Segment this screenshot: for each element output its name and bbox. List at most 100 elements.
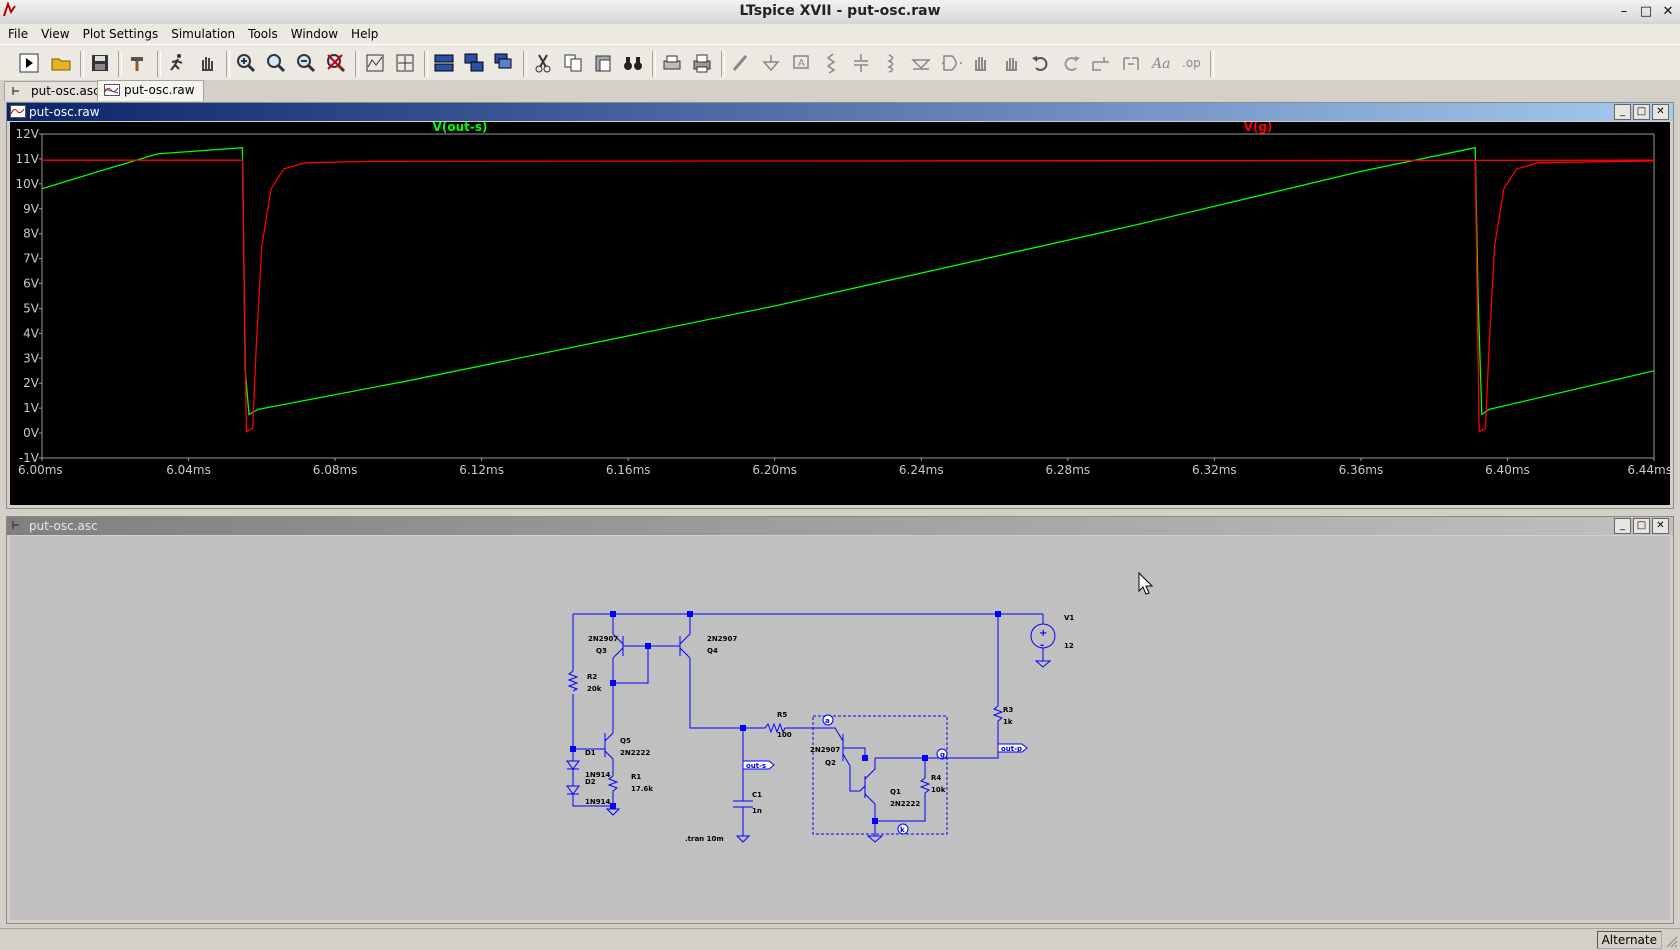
label-d2: D2 (585, 778, 596, 786)
v1-minus-sign: - (1040, 640, 1044, 651)
schematic-canvas[interactable]: + - out-s out-p a g k 2N2907 Q3 2N2907 Q… (10, 536, 1670, 920)
pane-maximize-icon[interactable]: □ (1633, 104, 1650, 120)
zoom-pan-icon[interactable] (263, 50, 289, 76)
tab-label: put-osc.raw (124, 83, 195, 97)
mirror-icon[interactable] (1118, 50, 1144, 76)
label-q3-model: 2N2907 (588, 635, 618, 643)
mark-units-icon[interactable] (392, 50, 418, 76)
resize-grip-icon[interactable] (1664, 934, 1678, 948)
tab-put-osc-asc[interactable]: put-osc.asc (4, 81, 109, 101)
zoom-in-icon[interactable] (233, 50, 259, 76)
open-folder-icon[interactable] (48, 50, 74, 76)
close-icon[interactable]: ✕ (1662, 3, 1674, 19)
menu-file[interactable]: File (8, 27, 29, 41)
copy-icon[interactable] (560, 50, 586, 76)
capacitor-icon[interactable] (848, 50, 874, 76)
find-binoculars-icon[interactable] (620, 50, 646, 76)
print-icon[interactable] (689, 50, 715, 76)
trace-label-0[interactable]: V(out-s) (433, 120, 488, 134)
run-icon[interactable] (16, 50, 42, 76)
x-tick-label: 6.40ms (1485, 463, 1530, 477)
menu-tools[interactable]: Tools (248, 27, 278, 41)
tile-vertically-icon[interactable] (491, 50, 517, 76)
waveform-pane-title: put-osc.raw (29, 105, 100, 119)
inductor-icon[interactable] (878, 50, 904, 76)
junction-dots (570, 611, 1001, 824)
component-icon[interactable] (938, 50, 964, 76)
label-net-icon[interactable]: A (788, 50, 814, 76)
series-line-1 (42, 159, 1655, 433)
zoom-out-icon[interactable] (293, 50, 319, 76)
menu-view[interactable]: View (41, 27, 70, 41)
label-r3-value: 1k (1003, 718, 1013, 726)
title-bar: LTspice XVII - put-osc.raw – □ ✕ (0, 0, 1680, 25)
paste-icon[interactable] (590, 50, 616, 76)
label-v1-value: 12 (1064, 642, 1074, 650)
text-icon[interactable]: Aa (1148, 50, 1174, 76)
drag-hand-icon[interactable] (998, 50, 1024, 76)
x-tick-label: 6.32ms (1192, 463, 1237, 477)
spice-directive-icon[interactable]: .op (1178, 50, 1204, 76)
halt-running-icon[interactable] (164, 50, 190, 76)
label-q2-model: 2N2907 (810, 746, 840, 754)
label-c1-value: 1n (752, 807, 762, 815)
x-tick-label: 6.36ms (1339, 463, 1384, 477)
label-q4-model: 2N2907 (707, 635, 737, 643)
label-r5: R5 (777, 711, 787, 719)
pane-close-icon[interactable]: ✕ (1652, 518, 1669, 534)
resistor-icon[interactable] (818, 50, 844, 76)
maximize-icon[interactable]: □ (1639, 3, 1653, 19)
port-k-marker (897, 823, 909, 835)
draw-wire-icon[interactable] (728, 50, 754, 76)
trace-label-1[interactable]: V(g) (1244, 120, 1273, 134)
cascade-windows-icon[interactable] (461, 50, 487, 76)
y-tick-label: 8V (23, 227, 40, 241)
pane-minimize-icon[interactable]: _ (1614, 518, 1631, 534)
undo-icon[interactable] (1028, 50, 1054, 76)
schematic-pane: put-osc.asc _ □ ✕ (6, 516, 1674, 924)
label-q5-model: 2N2222 (620, 749, 650, 757)
autorange-icon[interactable] (362, 50, 388, 76)
plot-frame (41, 133, 1655, 459)
net-label-out-p: out-p (1001, 745, 1022, 753)
y-tick-label: 6V (23, 277, 40, 291)
label-r2-value: 20k (587, 685, 602, 693)
pane-maximize-icon[interactable]: □ (1633, 518, 1650, 534)
move-hand-icon[interactable] (968, 50, 994, 76)
diode-icon[interactable] (908, 50, 934, 76)
save-icon[interactable] (87, 50, 113, 76)
svg-text:A: A (798, 58, 805, 69)
y-tick-label: 4V (23, 326, 40, 340)
label-r3: R3 (1003, 706, 1013, 714)
menu-plot-settings[interactable]: Plot Settings (82, 27, 159, 41)
y-tick-label: 2V (23, 376, 40, 390)
menu-window[interactable]: Window (290, 27, 339, 41)
schematic-drawing[interactable]: + - out-s out-p a g k 2N2907 Q3 2N2907 Q… (10, 536, 1670, 920)
rotate-icon[interactable] (1088, 50, 1114, 76)
tile-horizontally-icon[interactable] (431, 50, 457, 76)
pane-minimize-icon[interactable]: _ (1614, 104, 1631, 120)
schematic-pane-titlebar[interactable]: put-osc.asc _ □ ✕ (7, 517, 1673, 535)
svg-text:Aa: Aa (1150, 56, 1170, 72)
control-panel-hammer-icon[interactable] (125, 50, 151, 76)
ltspice-app-icon[interactable] (2, 2, 18, 18)
menu-simulation[interactable]: Simulation (171, 27, 236, 41)
waveform-pane-titlebar[interactable]: put-osc.raw _ □ ✕ (7, 103, 1673, 121)
label-q4: Q4 (707, 647, 718, 655)
minimize-icon[interactable]: – (1620, 3, 1628, 19)
pan-hand-icon[interactable] (194, 50, 220, 76)
label-v1: V1 (1064, 614, 1074, 622)
print-setup-icon[interactable] (659, 50, 685, 76)
redo-icon[interactable] (1058, 50, 1084, 76)
zoom-fit-icon[interactable] (323, 50, 349, 76)
window-title: LTspice XVII - put-osc.raw (739, 3, 941, 19)
schematic-pane-title: put-osc.asc (29, 519, 98, 533)
pane-close-icon[interactable]: ✕ (1652, 104, 1669, 120)
menu-help[interactable]: Help (351, 27, 379, 41)
tab-put-osc-raw[interactable]: put-osc.raw (97, 80, 204, 101)
ground-icon[interactable] (758, 50, 784, 76)
cut-icon[interactable] (530, 50, 556, 76)
